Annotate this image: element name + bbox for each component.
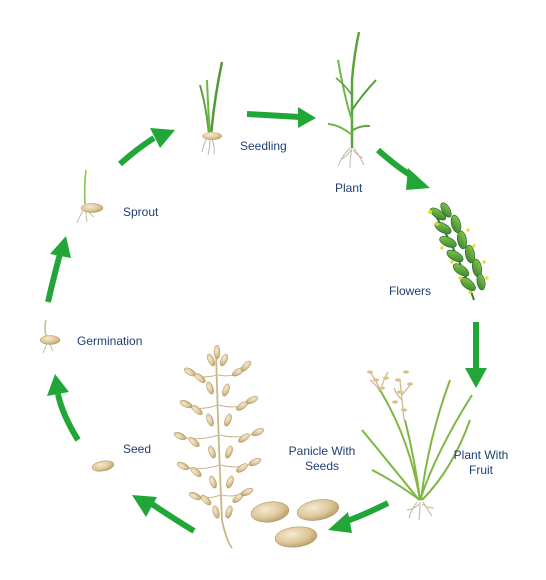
rice-grain-icon: [274, 526, 318, 548]
panicle-illustration: [173, 344, 265, 549]
cycle-arrows: [45, 107, 487, 534]
label-panicle-with-seeds: Panicle With Seeds: [288, 444, 356, 473]
cycle-arrow-icon: [47, 374, 81, 442]
plant-illustration: [327, 31, 377, 169]
seed-illustration: [91, 460, 115, 472]
label-seedling: Seedling: [240, 139, 287, 153]
cycle-arrow-icon: [45, 236, 71, 303]
large-seeds: [250, 499, 340, 548]
cycle-arrow-icon: [132, 495, 196, 534]
germination-illustration: [39, 319, 61, 354]
rice-panicle-icon: [173, 344, 265, 519]
cycle-arrow-icon: [118, 128, 175, 167]
rice-grain-icon: [39, 335, 61, 345]
label-flowers: Flowers: [389, 284, 432, 298]
cycle-arrow-icon: [328, 500, 390, 533]
flowers-illustration: [428, 202, 489, 301]
label-seed: Seed: [123, 442, 152, 456]
cycle-arrow-icon: [375, 147, 430, 190]
seedling-illustration: [199, 61, 224, 156]
rice-grain-icon: [250, 501, 290, 523]
rice-grain-icon: [80, 203, 104, 213]
plant-with-fruit-illustration: [361, 370, 473, 521]
rice-grain-icon: [296, 499, 340, 521]
label-sprout: Sprout: [123, 205, 159, 219]
cycle-arrow-icon: [246, 107, 316, 128]
label-plant-with-fruit: Plant With Fruit: [453, 448, 509, 477]
cycle-arrow-icon: [465, 322, 487, 388]
sprout-illustration: [76, 169, 104, 224]
label-germination: Germination: [77, 334, 143, 348]
rice-grain-icon: [202, 132, 222, 140]
label-plant: Plant: [335, 181, 363, 195]
